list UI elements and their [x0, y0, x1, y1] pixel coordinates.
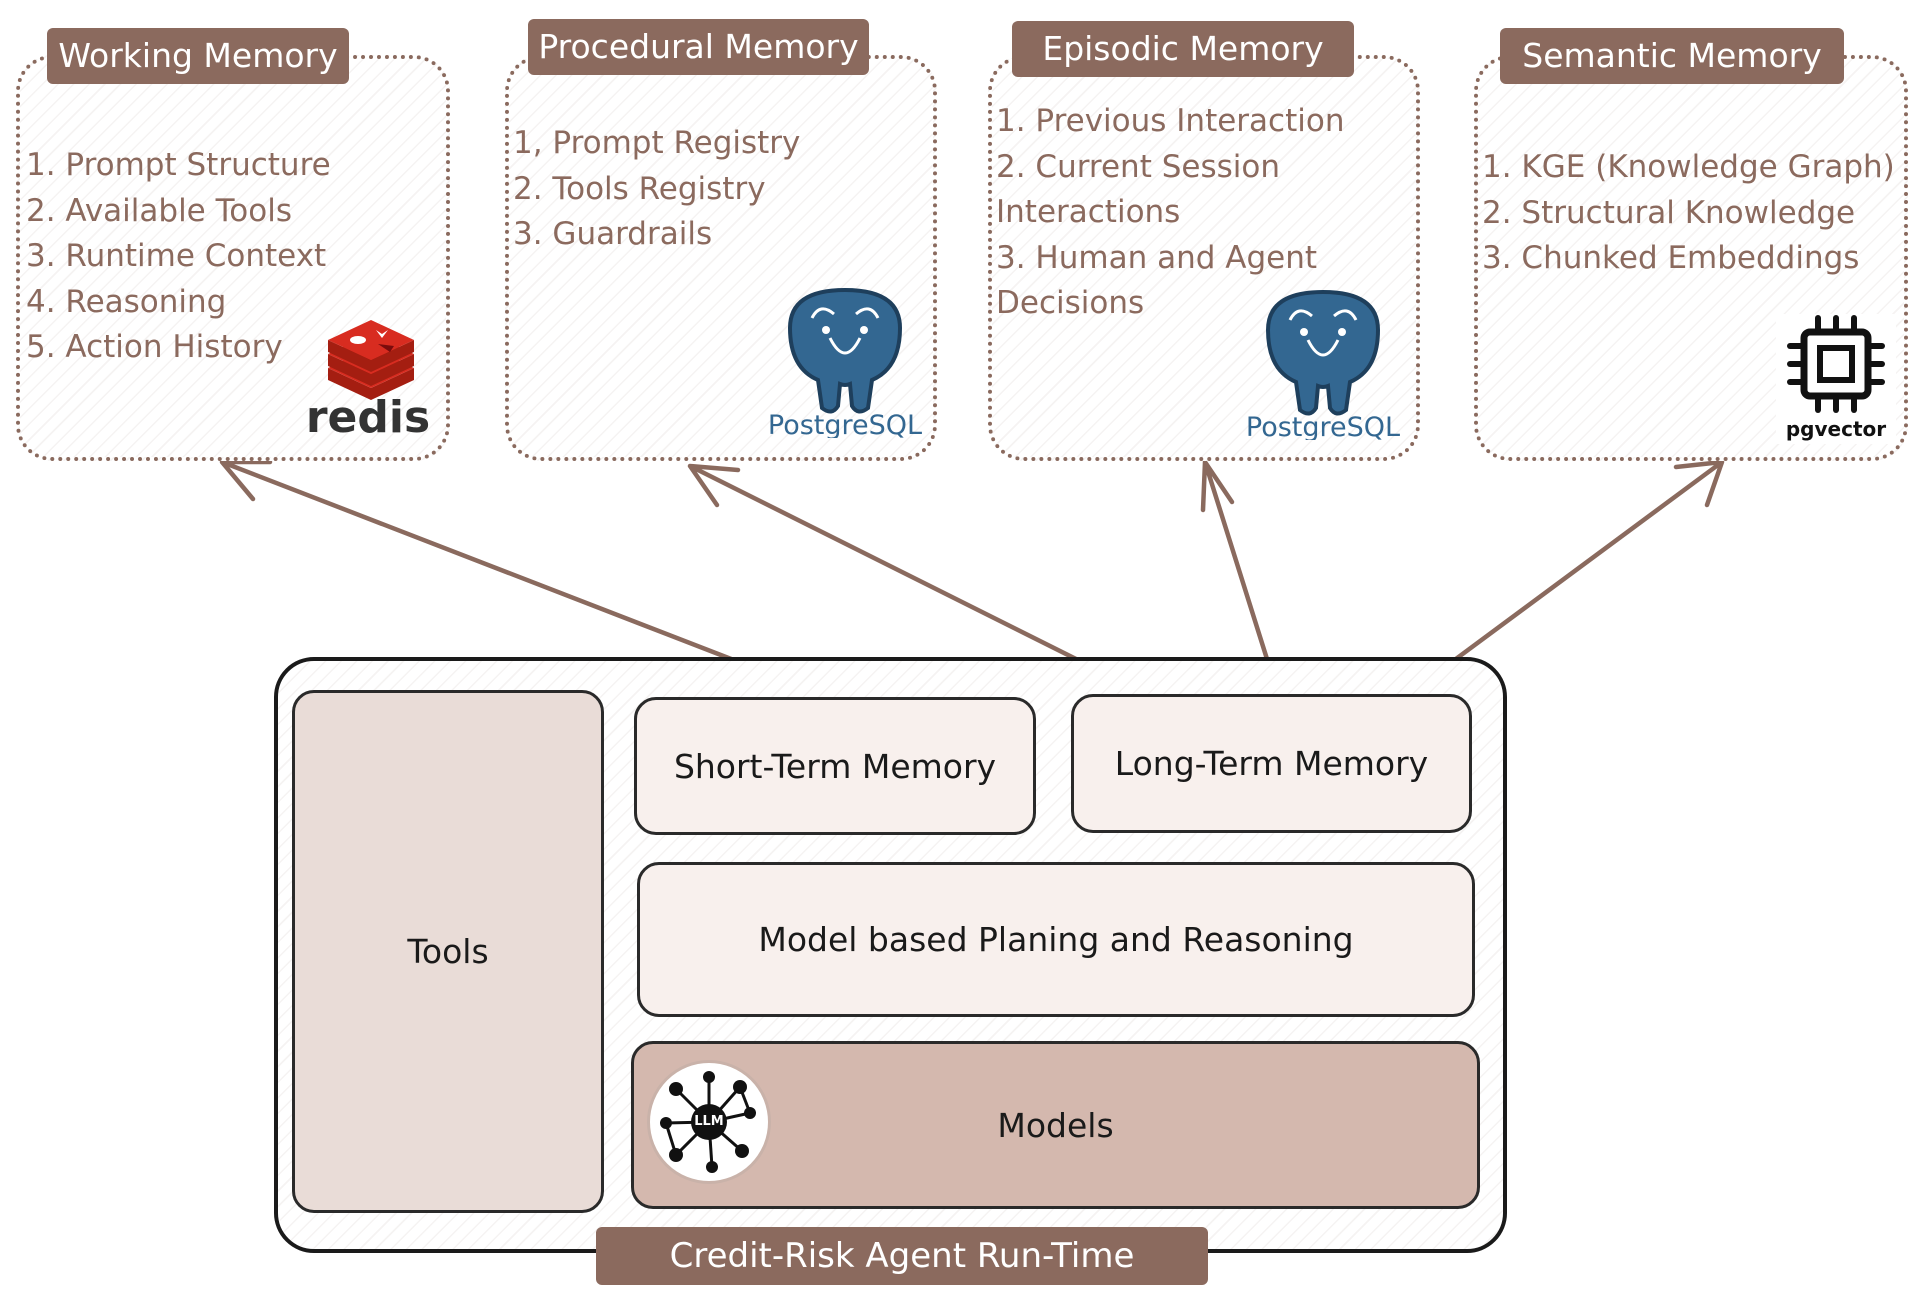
list-item: 5. Action History — [26, 329, 283, 365]
arrow-long-term-to-semantic — [1415, 459, 1725, 690]
list-item: 1. KGE (Knowledge Graph) — [1482, 149, 1895, 185]
models-box[interactable]: Models — [631, 1041, 1480, 1209]
list-item: 4. Reasoning — [26, 283, 227, 320]
semantic-memory-card — [1474, 55, 1908, 461]
long-term-memory-label: Long-Term Memory — [1114, 744, 1429, 783]
postgresql-logo: PostgreSQL — [760, 287, 930, 441]
models-label: Models — [997, 1105, 1114, 1145]
list-item: 2. Tools Registry — [513, 170, 766, 207]
svg-text:redis: redis — [308, 392, 430, 435]
semantic-memory-list: 1. KGE (Knowledge Graph) 2. Structural K… — [1482, 145, 1895, 282]
arrow-long-term-to-procedural — [687, 463, 1145, 695]
tools-label: Tools — [407, 932, 489, 971]
list-item: 3. Guardrails — [513, 216, 713, 252]
procedural-memory-title: Procedural Memory — [528, 19, 869, 75]
list-item: 3. Chunked Embeddings — [1482, 240, 1860, 276]
working-memory-list: 1. Prompt Structure 2. Available Tools 3… — [26, 143, 331, 371]
postgresql-logo: PostgreSQL — [1238, 289, 1408, 443]
list-item: Interactions — [996, 194, 1181, 230]
long-term-memory-box[interactable]: Long-Term Memory — [1071, 694, 1472, 833]
working-memory-title: Working Memory — [47, 28, 349, 84]
svg-text:pgvector: pgvector — [1786, 417, 1886, 441]
planning-reasoning-label: Model based Planing and Reasoning — [758, 920, 1354, 959]
arrow-long-term-to-episodic — [1200, 459, 1281, 697]
llm-network-icon: LLM — [647, 1060, 771, 1184]
list-item: 2. Available Tools — [26, 192, 292, 229]
list-item: 3. Human and Agent — [996, 239, 1318, 276]
list-item: 3. Runtime Context — [26, 238, 327, 274]
svg-text:PostgreSQL: PostgreSQL — [1246, 412, 1400, 440]
semantic-memory-title: Semantic Memory — [1500, 28, 1844, 84]
runtime-title: Credit-Risk Agent Run-Time — [596, 1227, 1208, 1285]
llm-badge-label: LLM — [694, 1114, 724, 1129]
short-term-memory-box[interactable]: Short-Term Memory — [634, 697, 1036, 835]
list-item: 2. Current Session — [996, 148, 1280, 185]
episodic-memory-title: Episodic Memory — [1012, 21, 1354, 77]
episodic-memory-card — [988, 55, 1420, 461]
planning-reasoning-box[interactable]: Model based Planing and Reasoning — [637, 862, 1475, 1017]
list-item: 1. Previous Interaction — [996, 103, 1345, 139]
svg-text:PostgreSQL: PostgreSQL — [768, 410, 922, 438]
list-item: 1, Prompt Registry — [513, 125, 801, 161]
procedural-memory-list: 1, Prompt Registry 2. Tools Registry 3. … — [513, 121, 800, 258]
tools-panel[interactable]: Tools — [292, 690, 604, 1213]
list-item: 2. Structural Knowledge — [1482, 194, 1856, 231]
list-item: 1. Prompt Structure — [26, 147, 331, 183]
redis-logo: redis — [306, 310, 438, 443]
list-item: Decisions — [996, 285, 1145, 321]
episodic-memory-list: 1. Previous Interaction 2. Current Sessi… — [996, 99, 1344, 327]
pgvector-chip-icon: pgvector — [1776, 314, 1896, 444]
short-term-memory-label: Short-Term Memory — [673, 746, 997, 786]
